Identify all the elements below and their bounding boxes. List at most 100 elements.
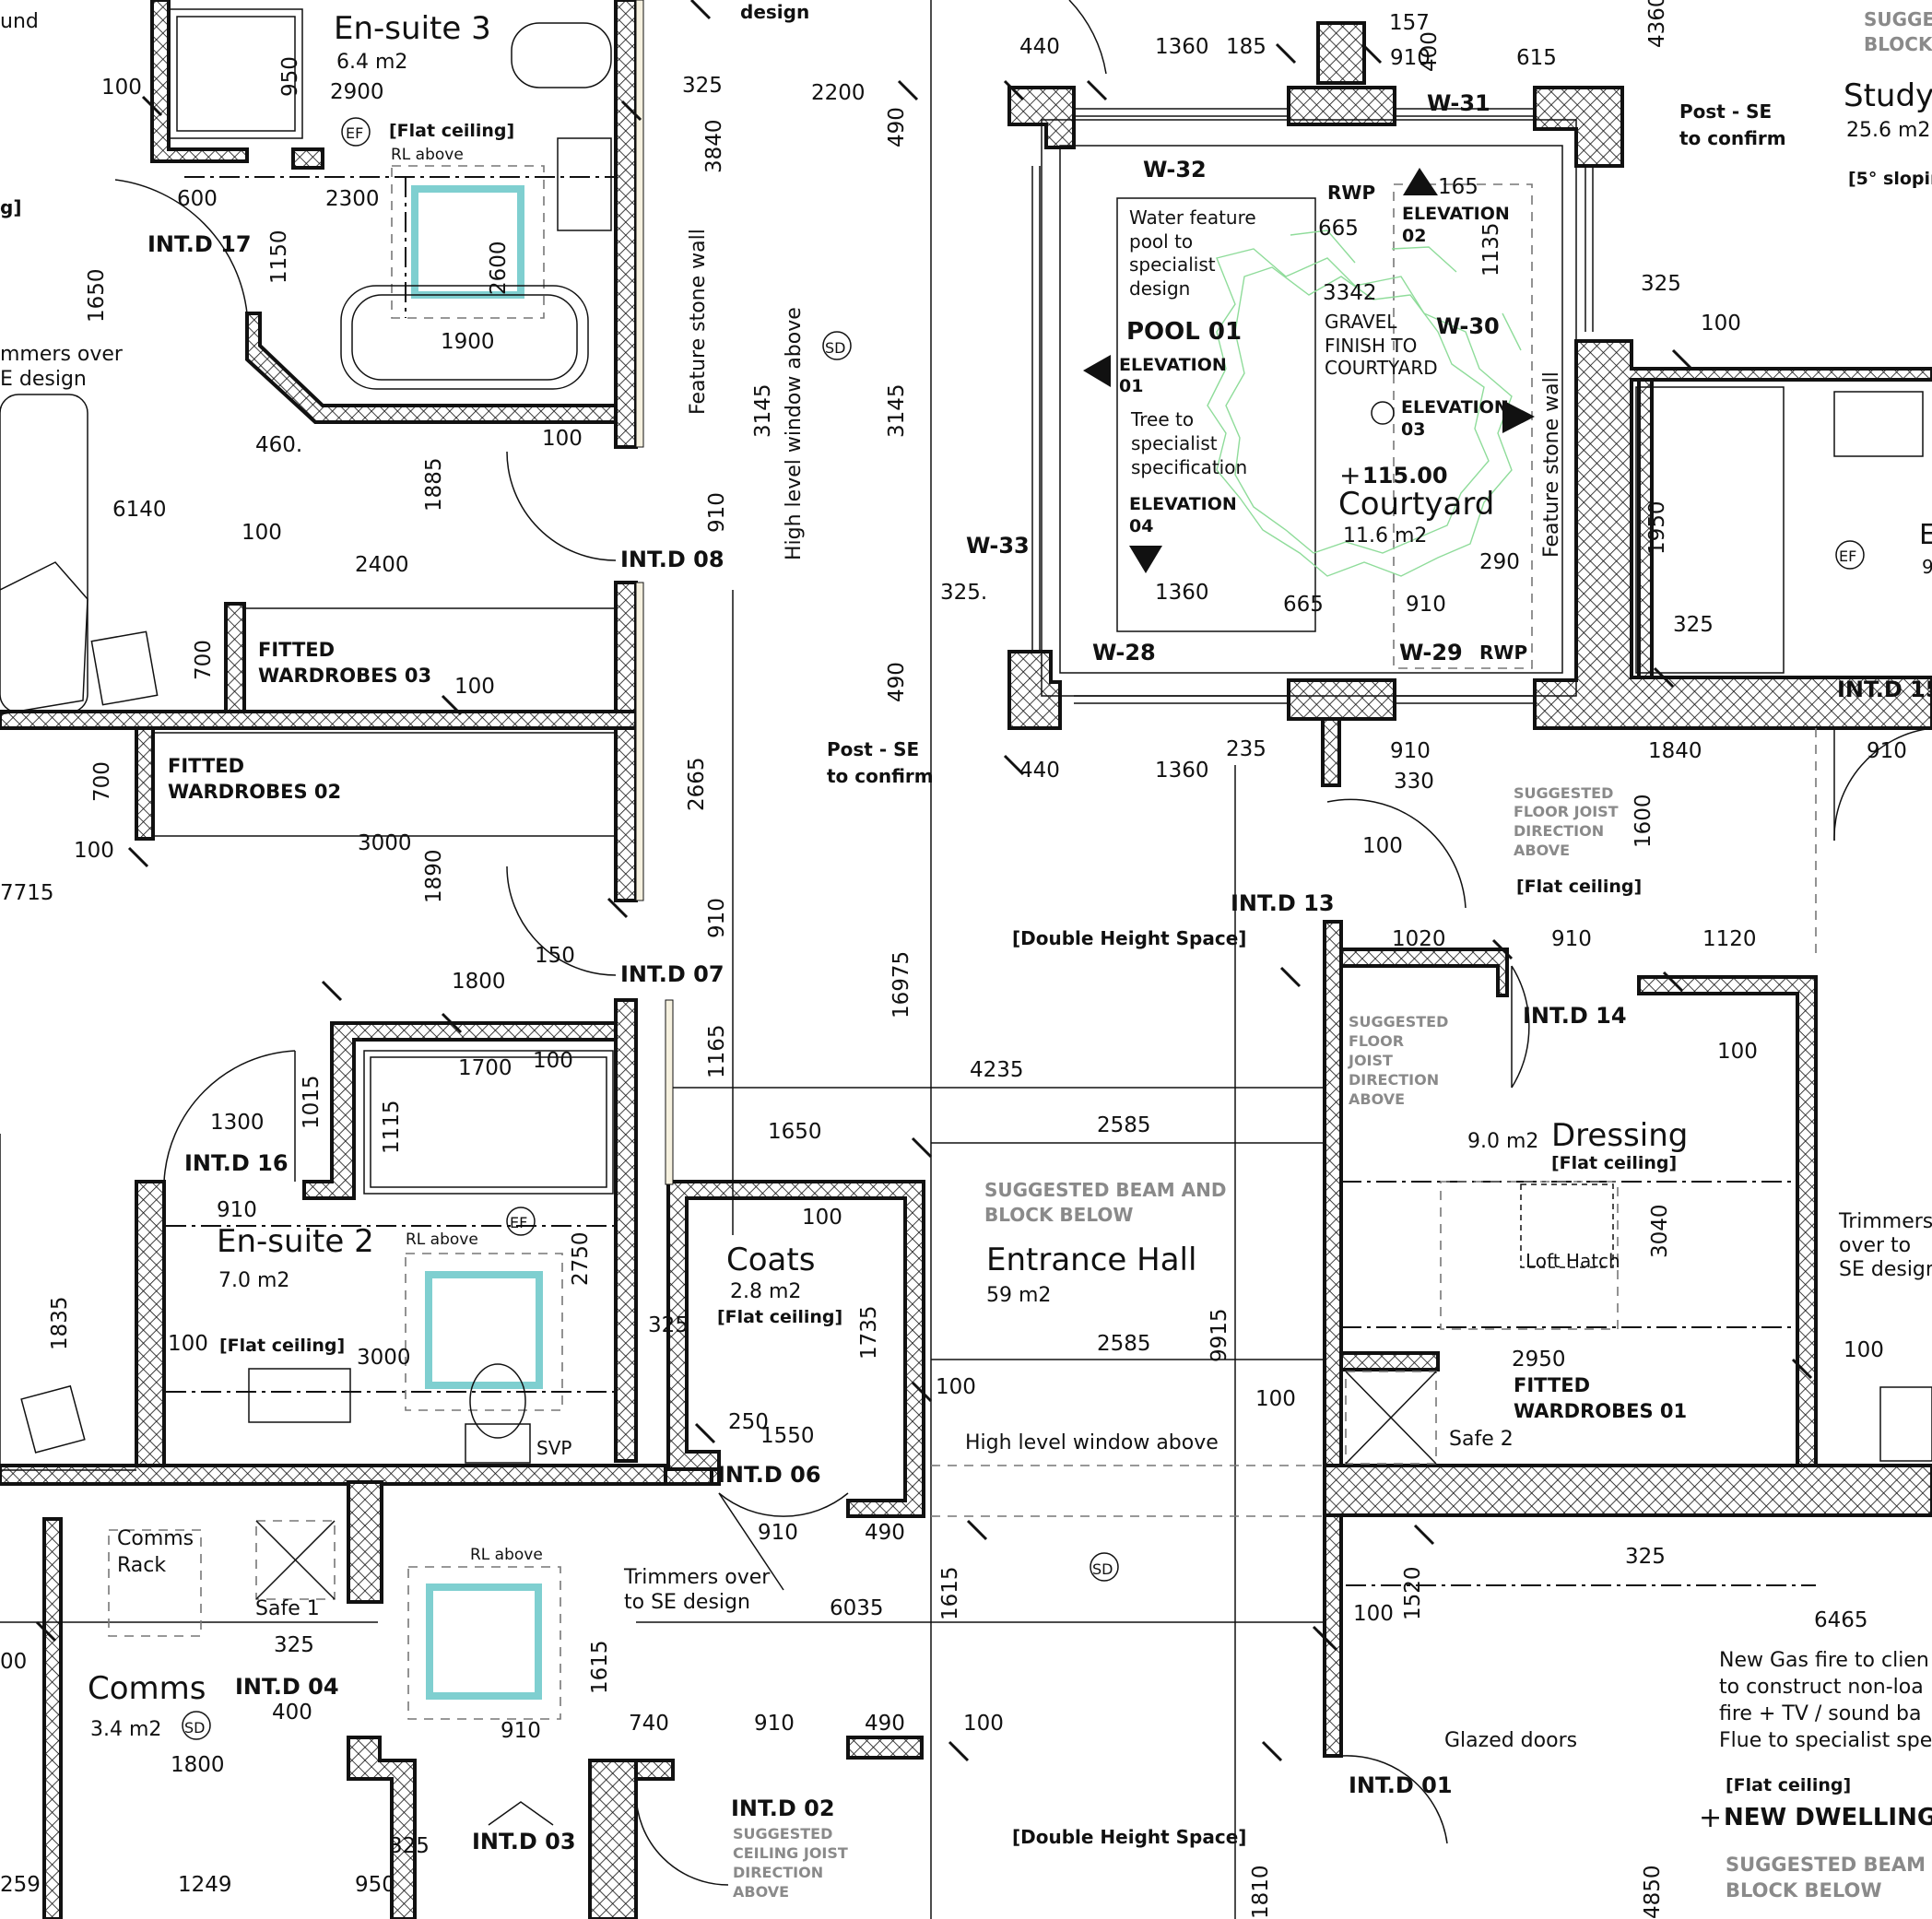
svg-text:2900: 2900: [330, 80, 384, 104]
svg-text:4850: 4850: [1641, 1865, 1665, 1919]
note-sloping: [5° slopin: [1848, 169, 1932, 189]
svg-text:2665: 2665: [685, 757, 709, 811]
door-tag-int-d-16: INT.D 16: [184, 1150, 289, 1176]
svg-text:00: 00: [0, 1650, 27, 1674]
svg-text:2950: 2950: [1512, 1348, 1566, 1372]
svg-text:325: 325: [1625, 1545, 1666, 1569]
room-area-comms: 3.4 m2: [90, 1718, 161, 1741]
window-tag-w-30: W-30: [1436, 313, 1500, 339]
note-suggested-beam-right: SUGGESTED BEAM ANBLOCK BELOW: [1726, 1854, 1932, 1901]
svg-text:910: 910: [1551, 927, 1592, 951]
note-safe-2: Safe 2: [1449, 1428, 1514, 1451]
svg-text:665: 665: [1283, 593, 1324, 617]
svg-text:6035: 6035: [830, 1596, 884, 1620]
svg-text:4360: 4360: [1645, 0, 1669, 48]
room-name-comms: Comms: [88, 1670, 206, 1707]
svg-text:2585: 2585: [1097, 1113, 1151, 1137]
svg-text:910: 910: [1867, 739, 1907, 763]
svg-text:100: 100: [1353, 1602, 1394, 1626]
extract-fan-study: EF: [1839, 547, 1856, 565]
svg-text:6465: 6465: [1814, 1608, 1868, 1632]
svg-text:740: 740: [629, 1712, 669, 1736]
svg-text:1950: 1950: [1645, 500, 1669, 555]
note-flat-ceiling-dressing: [Flat ceiling]: [1551, 1153, 1677, 1173]
svg-text:910: 910: [705, 898, 729, 938]
svg-text:1650: 1650: [768, 1120, 822, 1144]
svg-text:910: 910: [1390, 46, 1431, 70]
rwp-top: RWP: [1327, 182, 1375, 204]
svg-text:259: 259: [0, 1873, 41, 1897]
svg-text:1360: 1360: [1155, 581, 1209, 605]
svg-text:100: 100: [963, 1712, 1004, 1736]
svg-text:1650: 1650: [85, 268, 109, 323]
svg-text:950: 950: [278, 56, 302, 97]
note-edge-g: g]: [0, 196, 21, 218]
svg-text:3342: 3342: [1323, 281, 1377, 305]
room-name-en-suite-3: En-suite 3: [334, 10, 491, 47]
note-edge-e: E: [1919, 519, 1932, 551]
svg-text:950: 950: [355, 1873, 395, 1897]
room-name-coats: Coats: [726, 1242, 815, 1278]
svg-text:1810: 1810: [1249, 1865, 1273, 1919]
svg-text:910: 910: [217, 1198, 257, 1222]
room-name-dressing: Dressing: [1551, 1117, 1688, 1154]
note-flat-ceiling-courtyard: [Flat ceiling]: [1516, 877, 1642, 897]
window-tag-w-28: W-28: [1092, 640, 1156, 665]
note-double-height-bottom: [Double Height Space]: [1012, 1826, 1246, 1848]
svg-text:490: 490: [885, 107, 909, 147]
svg-text:1165: 1165: [705, 1024, 729, 1078]
svg-text:700: 700: [90, 761, 114, 802]
svg-text:1300: 1300: [210, 1111, 265, 1135]
door-tag-int-d-04: INT.D 04: [235, 1674, 339, 1700]
svg-text:150: 150: [535, 944, 575, 968]
svg-text:100: 100: [74, 839, 114, 863]
note-flat-ceiling-ensuite2: [Flat ceiling]: [219, 1336, 345, 1356]
dimension-ticks: [35, 0, 1813, 1762]
note-double-height-top: [Double Height Space]: [1012, 927, 1246, 949]
svg-text:100: 100: [454, 675, 495, 699]
svg-text:910: 910: [501, 1719, 541, 1743]
note-loft-hatch: Loft Hatch: [1526, 1250, 1620, 1272]
note-flat-ceiling-ensuite3: [Flat ceiling]: [389, 121, 514, 141]
courtyard-tree: [1207, 230, 1522, 577]
svg-text:9915: 9915: [1208, 1308, 1231, 1362]
svg-text:100: 100: [533, 1049, 573, 1073]
svg-text:490: 490: [865, 1521, 905, 1545]
note-rl-above-ensuite2: RL above: [406, 1230, 478, 1249]
svg-text:100: 100: [936, 1375, 976, 1399]
svg-text:325: 325: [274, 1633, 314, 1657]
smoke-detector-hall: SD: [1092, 1560, 1113, 1578]
svg-text:1360: 1360: [1155, 759, 1209, 783]
svg-text:100: 100: [242, 521, 282, 545]
room-area-courtyard: 11.6 m2: [1343, 524, 1427, 547]
room-area-entrance-hall: 59 m2: [986, 1284, 1051, 1307]
svg-text:100: 100: [802, 1206, 842, 1230]
door-tag-int-d-06: INT.D 06: [717, 1462, 821, 1488]
note-und: und: [0, 10, 39, 33]
room-area-en-suite-3: 6.4 m2: [336, 51, 407, 74]
svg-text:1249: 1249: [178, 1873, 232, 1897]
svg-text:3000: 3000: [357, 1346, 411, 1370]
svg-text:910: 910: [1406, 593, 1446, 617]
level-marker: 115.00: [1362, 463, 1448, 489]
svg-text:3145: 3145: [751, 383, 775, 438]
room-name-entrance-hall: Entrance Hall: [986, 1242, 1196, 1278]
svg-text:325: 325: [389, 1834, 430, 1858]
svg-text:400: 400: [1418, 31, 1442, 72]
svg-text:1700: 1700: [458, 1056, 512, 1080]
note-feature-stone-wall-right: Feature stone wall: [1540, 371, 1563, 558]
room-area-coats: 2.8 m2: [730, 1280, 801, 1303]
svg-text:2600: 2600: [487, 241, 511, 295]
